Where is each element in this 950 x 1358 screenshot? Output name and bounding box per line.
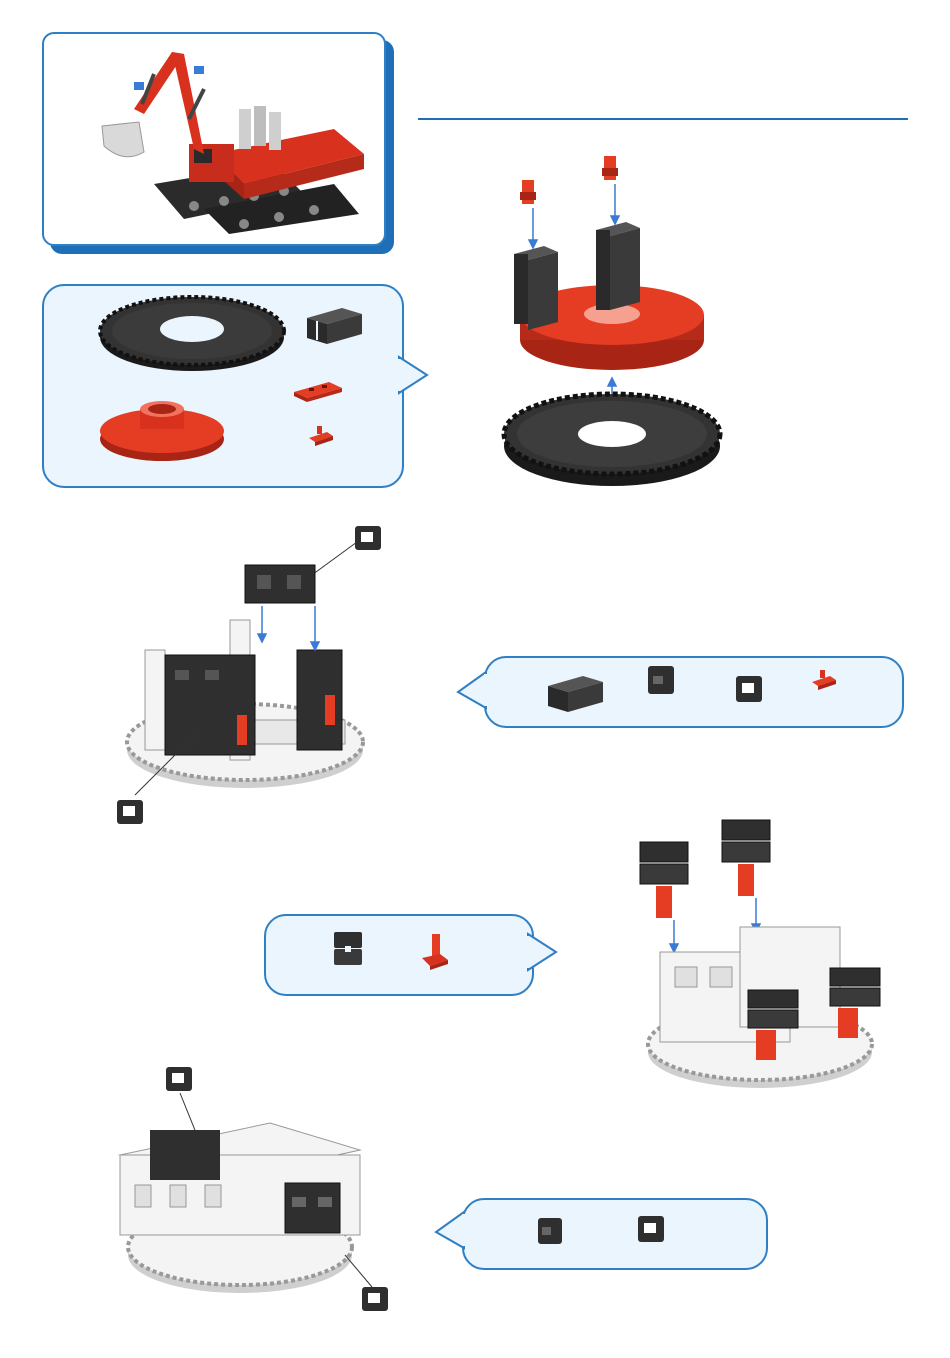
step-4-assembly <box>110 1055 410 1325</box>
building-block-15-icon <box>648 666 674 694</box>
step-1-assembly <box>500 150 760 490</box>
angle-block-icon <box>602 156 618 180</box>
step-2-parts <box>486 658 902 726</box>
building-block-15-hole-icon <box>362 1287 388 1311</box>
building-block-15-hole-icon <box>166 1067 192 1091</box>
building-block-15-hole-icon <box>355 526 381 550</box>
step-2-parts-pointer <box>458 672 488 712</box>
step-3-parts-pointer <box>528 934 558 974</box>
title-rule <box>418 118 908 120</box>
building-block-15-slot-icon <box>722 820 770 862</box>
building-block-30-icon <box>514 246 558 330</box>
assembly-arrows <box>258 606 319 650</box>
step-3-parts <box>266 916 532 994</box>
building-plate-icon <box>294 382 342 402</box>
excavator-model-image <box>44 34 384 244</box>
angle-block-icon <box>812 670 836 690</box>
excavator-bucket <box>102 122 144 157</box>
building-block-15-slot-icon <box>334 932 362 965</box>
building-block-30-icon <box>548 676 603 712</box>
building-block-30-icon <box>297 650 342 750</box>
step-4-parts <box>464 1200 766 1268</box>
step-3-assembly <box>630 812 890 1102</box>
angle-block-icon <box>520 180 536 204</box>
building-block-30-icon <box>165 655 255 755</box>
model-preview-card <box>42 32 386 246</box>
step-4-parts-pointer <box>436 1212 466 1252</box>
step-2-parts-box <box>484 656 904 728</box>
building-block-15-slot-icon <box>640 842 688 884</box>
building-block-15-hole-icon <box>638 1216 664 1242</box>
building-block-15-icon <box>538 1218 562 1244</box>
building-block-15-icon <box>245 565 315 603</box>
turntable-icon <box>100 401 224 461</box>
angle-bracket-icon <box>656 886 672 918</box>
step-3-parts-box <box>264 914 534 996</box>
gear-wheel-icon <box>504 394 720 486</box>
step-4-parts-box <box>462 1198 768 1270</box>
building-block-30-icon <box>307 308 362 344</box>
building-block-15-hole-icon <box>117 800 143 824</box>
angle-bracket-icon <box>422 934 448 970</box>
step-2-assembly <box>105 520 405 830</box>
building-block-15-icon <box>285 1183 340 1233</box>
gear-wheel-icon <box>100 297 284 371</box>
building-block-15-hole-icon <box>736 676 762 702</box>
excavator-boom <box>134 52 204 154</box>
step-1-parts <box>44 286 402 486</box>
step-1-parts-box <box>42 284 404 488</box>
step-1-parts-pointer <box>399 357 429 397</box>
leader-line <box>345 1255 372 1287</box>
angle-bracket-icon <box>738 864 754 896</box>
angle-block-icon <box>309 426 333 446</box>
building-block-30-icon <box>596 222 640 310</box>
